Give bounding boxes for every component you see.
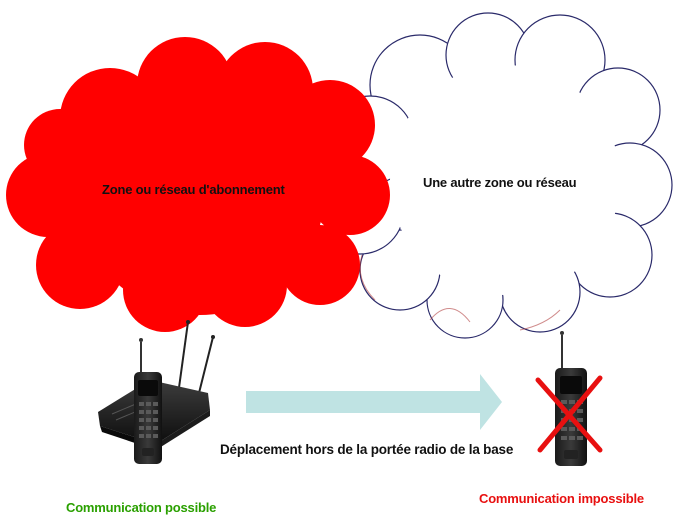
- communication-impossible-label: Communication impossible: [479, 491, 644, 506]
- other-zone-label: Une autre zone ou réseau: [423, 175, 577, 190]
- communication-possible-label: Communication possible: [66, 500, 217, 515]
- movement-label: Déplacement hors de la portée radio de l…: [220, 442, 514, 457]
- other-zone-cloud-shading: [359, 254, 561, 331]
- home-zone-cloud: [6, 37, 390, 332]
- movement-arrow: [246, 374, 502, 430]
- red-cross-icon: [535, 375, 603, 453]
- home-zone-label: Zone ou réseau d'abonnement: [102, 182, 285, 197]
- mobile-handset-icon: [134, 338, 162, 464]
